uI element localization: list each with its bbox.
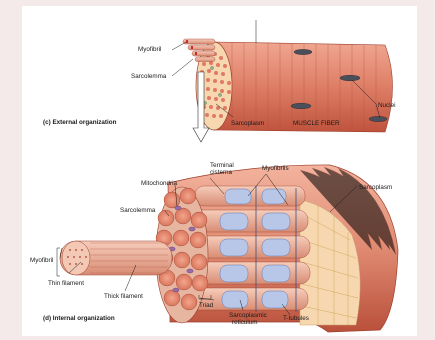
nucleus — [340, 75, 360, 81]
label-mitochondria: Mitochondria — [141, 180, 178, 187]
nucleus — [291, 103, 311, 109]
caption-external: (c) External organization — [43, 119, 117, 126]
label-myofibrils: Myofibrils — [262, 165, 289, 172]
extracted-myofibril — [60, 241, 172, 275]
label-myofibril-ext: Myofibril — [138, 46, 161, 53]
external-fiber — [183, 39, 393, 142]
fiber-body — [214, 42, 393, 132]
label-sarcoplasmic-reticulum-line1: Sarcoplasmic — [229, 312, 267, 319]
label-sarcolemma-int: Sarcolemma — [120, 207, 156, 214]
label-triad: Triad — [199, 302, 214, 309]
nucleus — [294, 49, 312, 54]
label-sarcoplasm-int: Sarcoplasm — [359, 184, 392, 191]
label-terminal-cisterna-line2: cisterna — [210, 169, 233, 176]
label-terminal-cisterna-line1: Terminal — [210, 162, 234, 169]
label-nuclei: Nuclei — [378, 102, 396, 109]
label-thick-filament: Thick filament — [104, 293, 143, 300]
mitochondrion — [173, 288, 179, 292]
internal-fiber — [60, 165, 398, 332]
nucleus — [369, 116, 387, 121]
label-thin-filament: Thin filament — [48, 280, 84, 287]
label-sarcoplasm-ext: Sarcoplasm — [231, 120, 264, 127]
label-muscle-fiber: MUSCLE FIBER — [293, 120, 340, 127]
mitochondrion — [175, 206, 181, 210]
label-myofibril-int: Myofibril — [30, 257, 53, 264]
label-sarcoplasmic-reticulum-line2: reticulum — [232, 319, 258, 326]
label-t-tubules: T-tubules — [283, 315, 309, 322]
mitochondrion — [189, 227, 195, 231]
caption-internal: (d) Internal organization — [43, 315, 115, 322]
mitochondrion — [187, 269, 193, 273]
label-sarcolemma-ext: Sarcolemma — [131, 73, 167, 80]
